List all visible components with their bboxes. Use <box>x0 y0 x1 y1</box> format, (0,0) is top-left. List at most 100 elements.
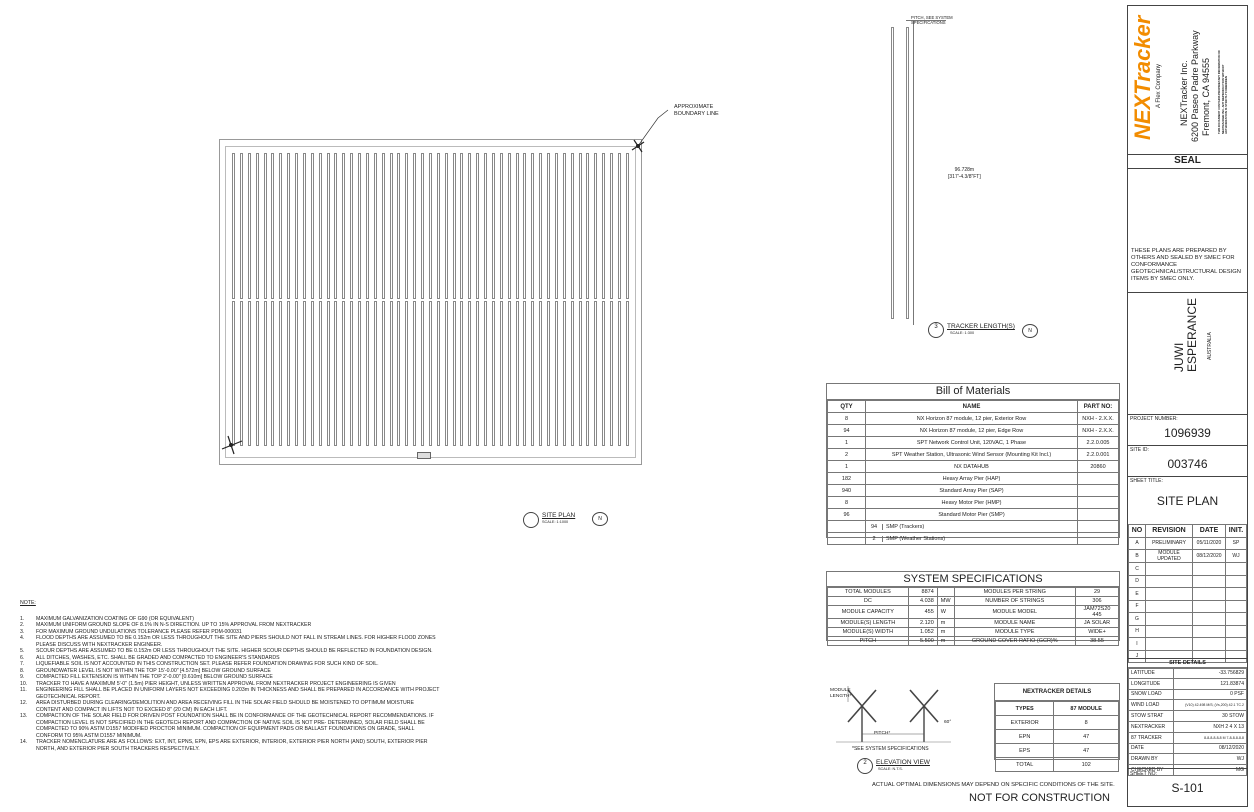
bom-name: SPT Weather Station, Ultrasonic Wind Sen… <box>865 448 1078 461</box>
specs-title: SYSTEM SPECIFICATIONS <box>827 572 1119 587</box>
note-number: 13. <box>20 713 28 719</box>
tracker-row <box>271 301 275 446</box>
rev-no: C <box>1128 562 1146 576</box>
project-country: AUSTRALIA <box>1207 332 1213 360</box>
tracker-row <box>578 301 582 446</box>
rev-init <box>1225 649 1247 663</box>
note-number: 9. <box>20 674 25 680</box>
note-number: 2. <box>20 622 25 628</box>
bom-part: NXH - 2.X.X. <box>1077 412 1119 425</box>
tracker-row <box>531 301 535 446</box>
bom-part <box>1077 472 1119 485</box>
rev-no: D <box>1128 574 1146 588</box>
rev-description <box>1145 624 1193 638</box>
bom-sub-part <box>1077 520 1119 533</box>
note-number: 12. <box>20 700 28 706</box>
tracker-row <box>547 153 550 299</box>
tracker-row <box>602 153 606 299</box>
site-detail-value: 0 PSF <box>1173 688 1247 701</box>
tracker-row <box>617 301 621 446</box>
dimension-line <box>913 20 914 325</box>
rev-init <box>1225 599 1247 613</box>
site-detail-key: NEXTRACKER <box>1128 720 1174 733</box>
tracker-row <box>389 153 393 299</box>
tracker-row <box>428 301 432 446</box>
rev-no: A <box>1128 536 1146 550</box>
tracker-row <box>586 153 590 299</box>
tracker-row <box>287 153 291 299</box>
note-number: 5. <box>20 648 25 654</box>
site-detail-value: 8-8-8-8-8-8 M 7-8-8-8-8-8 <box>1173 731 1247 744</box>
rev-date <box>1192 599 1226 613</box>
bom-qty: 1 <box>827 436 866 449</box>
bom-name: Standard Motor Pier (SMP) <box>865 508 1078 521</box>
site-id-label: SITE ID: <box>1130 447 1149 453</box>
ncu-equipment-pad <box>417 452 431 459</box>
tracker-detail-number: 3 <box>934 324 938 330</box>
nx-header-types: TYPES <box>994 701 1055 716</box>
tracker-row <box>413 301 417 446</box>
rev-no: B <box>1128 549 1146 563</box>
tracker-row <box>318 301 322 446</box>
tracker-row <box>523 153 527 299</box>
tracker-row <box>594 301 598 446</box>
note-item: 7.LIQUEFIABLE SOIL IS NOT ACCOUNTED IN T… <box>20 661 440 668</box>
bom-part: 2.2.0.005 <box>1077 436 1119 449</box>
note-item: 9.COMPACTED FILL EXTENSION IS WITHIN THE… <box>20 674 440 681</box>
revision-row: D <box>1128 574 1247 588</box>
project-name: JUWI ESPERANCE <box>1172 297 1199 372</box>
spec-value-2: 306 <box>1075 596 1119 606</box>
tracker-row <box>358 153 361 299</box>
bom-qty: 96 <box>827 508 866 521</box>
tracker-row <box>310 301 314 446</box>
note-number: 4. <box>20 635 25 641</box>
revision-row: G <box>1128 612 1247 626</box>
nextracker-details: NEXTRACKER DETAILS TYPES 87 MODULE EXTER… <box>994 683 1120 772</box>
site-id: 003746 <box>1167 457 1208 471</box>
tracker-row <box>397 301 401 446</box>
tracker-row <box>602 301 606 446</box>
tracker-row <box>523 301 527 446</box>
pitch-label: PITCH* <box>874 731 891 736</box>
spec-value-2: JA SOLAR <box>1075 618 1119 628</box>
elevation-detail-number: 2 <box>863 760 867 766</box>
rev-no: E <box>1128 587 1146 601</box>
spec-value: 5.500 <box>907 636 938 646</box>
site-detail-key: DRAWN BY <box>1128 753 1174 766</box>
spec-label: MODULE CAPACITY <box>827 605 909 619</box>
module-length-label: MODULE LENGTH* <box>830 688 852 699</box>
spec-value: 4.038 <box>907 596 938 606</box>
rev-no: F <box>1128 599 1146 613</box>
bom-title: Bill of Materials <box>827 384 1119 400</box>
spec-label-2: MODULES PER STRING <box>953 587 1077 597</box>
tracker-row <box>507 301 511 446</box>
note-number: 3. <box>20 628 25 635</box>
bom-qty: 94 <box>827 424 866 437</box>
note-text: FOR MAXIMUM GROUND UNDULATIONS TOLERANCE… <box>36 628 242 635</box>
bom-qty: 2 <box>827 448 866 461</box>
tracker-row <box>468 153 472 299</box>
tracker-row <box>239 153 243 299</box>
spec-label-2: GROUND COVER RATIO (GCR)% <box>953 636 1077 646</box>
elevation-label: ELEVATION VIEW <box>876 759 930 766</box>
tracker-row <box>617 153 621 299</box>
bom-part: 20860 <box>1077 460 1119 473</box>
spec-label: MODULE(S) WIDTH <box>827 627 909 637</box>
site-detail-value: WJ <box>1173 753 1247 766</box>
nx-details-title: NEXTRACKER DETAILS <box>995 684 1119 701</box>
pitch-leader <box>906 20 946 21</box>
spec-label-2: MODULE TYPE <box>953 627 1077 637</box>
site-detail-key: 87 TRACKER <box>1128 731 1174 744</box>
bom-qty: 8 <box>827 412 866 425</box>
bom-name: SPT Network Control Unit, 120VAC, 1 Phas… <box>865 436 1078 449</box>
spec-unit: m <box>936 627 955 637</box>
